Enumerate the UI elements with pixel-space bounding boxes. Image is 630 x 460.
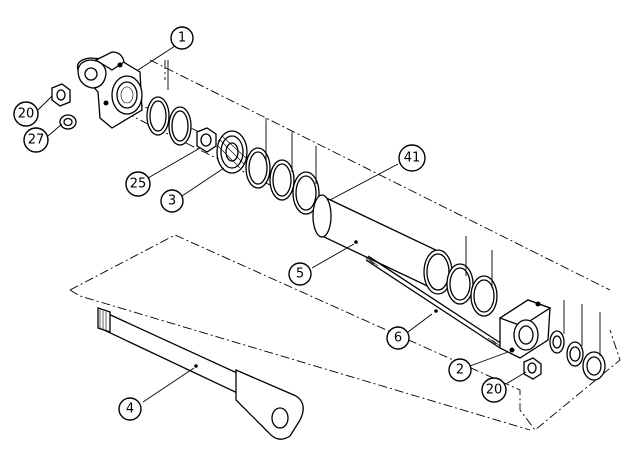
callout-3: 3 [160,189,184,213]
callout-20-head: 20 [481,377,507,403]
piston-seal-rings [245,147,320,215]
svg-text:41: 41 [404,151,421,166]
rod-end-head [498,299,552,359]
svg-text:6: 6 [394,331,402,346]
callout-1: 1 [170,26,194,50]
svg-text:1: 1 [178,31,186,46]
callout-25: 25 [125,171,151,197]
svg-text:27: 27 [28,133,45,148]
svg-text:5: 5 [296,267,304,282]
svg-text:2: 2 [456,363,464,378]
piston-rod [97,307,304,440]
cap-nut-and-fitting [51,83,77,130]
svg-text:20: 20 [486,383,503,398]
callout-41: 41 [398,144,426,172]
cylinder-barrel [312,194,453,295]
callout-5: 5 [288,262,312,286]
head-nut [523,357,542,380]
head-seal-rings [446,263,498,317]
piston [216,130,248,174]
piston-nut [196,127,217,153]
tie-rod [365,255,503,349]
callout-27: 27 [23,127,49,153]
base-end-cap [76,51,143,129]
cap-seal-rings [146,96,192,146]
callout-6: 6 [386,326,410,350]
callout-2: 2 [448,358,472,382]
callout-4: 4 [118,397,142,421]
svg-text:25: 25 [130,177,147,192]
rod-seal-rings [549,330,606,381]
svg-text:20: 20 [18,107,35,122]
leader-lines [37,45,601,403]
svg-text:4: 4 [126,402,134,417]
svg-text:3: 3 [168,194,176,209]
callout-20-cap: 20 [13,101,39,127]
